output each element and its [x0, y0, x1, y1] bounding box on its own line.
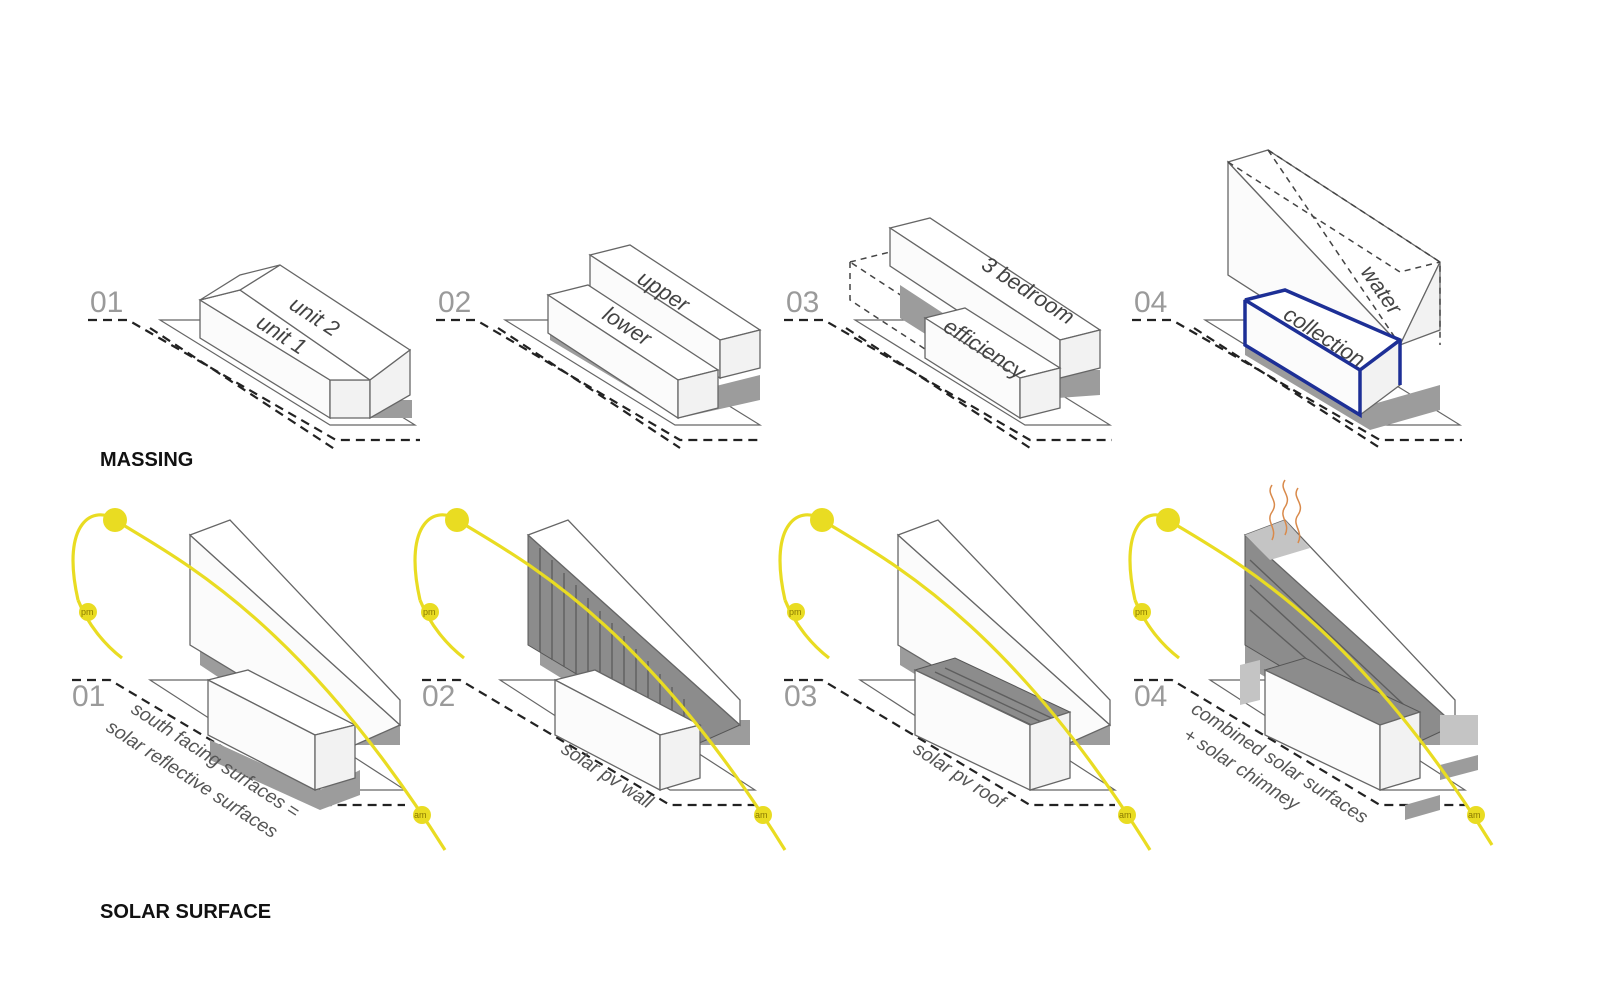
massing-step-01: 01 unit 2 unit 1 [88, 264, 420, 451]
sun-am-marker [413, 806, 431, 824]
solar-step-01: 01 pm am south facing surfaces = solar r… [71, 508, 447, 851]
sun-am-label: am [1119, 810, 1132, 820]
ground-dash [845, 327, 1031, 449]
sun-pm-label: pm [1135, 607, 1148, 617]
sun-am-label: am [755, 810, 768, 820]
sun-pm-marker [1133, 603, 1151, 621]
sun-pm-marker [421, 603, 439, 621]
sun-pm-marker [787, 603, 805, 621]
sun-path [413, 513, 787, 851]
ground-dash [1193, 327, 1381, 449]
sun-icon [1156, 508, 1180, 532]
solar-step-02: 02 pm am solar pv [413, 508, 787, 851]
lower-end [659, 724, 701, 791]
step-number: 02 [438, 286, 471, 319]
unit-1-end [329, 379, 371, 419]
massing-title: MASSING [100, 449, 193, 471]
water-wedge-end [1398, 261, 1441, 347]
sun-path [778, 513, 1152, 851]
sun-path [1128, 513, 1494, 846]
ghost-volume [1227, 161, 1441, 273]
ground-dash [88, 318, 420, 442]
sun-am-label: am [1468, 810, 1481, 820]
sun-path [71, 513, 447, 851]
sun-am-label: am [414, 810, 427, 820]
side-fin [1440, 755, 1478, 780]
sun-icon [103, 508, 127, 532]
collection-outline [1243, 300, 1402, 419]
solar-surface-title: SOLAR SURFACE [100, 901, 271, 923]
ground-dash [1132, 318, 1462, 442]
massing-step-04: 04 water collection [1132, 149, 1463, 449]
side-fin [1405, 795, 1440, 820]
ground-dash [497, 327, 681, 449]
ground-dash [422, 678, 755, 807]
solar-step-04: 04 pm am combine [1128, 479, 1494, 846]
heat-waves-icon [1269, 479, 1302, 544]
lower-end [1379, 711, 1421, 791]
step-number: 02 [422, 680, 455, 713]
upper-end [719, 329, 761, 379]
step-number: 03 [786, 286, 819, 319]
massing-step-03: 03 3 bedroom efficiency [784, 217, 1113, 449]
block-cap [199, 264, 281, 301]
side-fin [1440, 715, 1478, 745]
sun-pm-label: pm [789, 607, 802, 617]
lower-end [677, 369, 719, 419]
ground-dash [149, 327, 337, 451]
lower-end [314, 724, 356, 791]
ground-dash [784, 678, 1115, 807]
sun-pm-marker [79, 603, 97, 621]
wedge-top [188, 519, 401, 727]
wedge-top [896, 519, 1111, 727]
step-number: 03 [784, 680, 817, 713]
step-number: 01 [72, 680, 105, 713]
ghost-volume [1267, 149, 1441, 345]
sun-am-marker [1467, 806, 1485, 824]
ground-dash [72, 678, 405, 807]
step-number: 04 [1134, 680, 1167, 713]
efficiency-end [1019, 367, 1061, 419]
sun-am-marker [1118, 806, 1136, 824]
step-number: 04 [1134, 286, 1167, 319]
solar-step-03: 03 pm am solar pv roof [778, 508, 1152, 851]
block-shadow [1245, 330, 1440, 430]
massing-step-02: 02 upper lower [436, 244, 763, 449]
sun-pm-label: pm [81, 607, 94, 617]
three-bedroom-end [1059, 329, 1101, 379]
side-fin [1240, 660, 1260, 705]
collection-outline [1244, 298, 1361, 372]
sun-am-marker [754, 806, 772, 824]
solar-chimney-cap [1245, 520, 1310, 560]
wedge-top [526, 519, 741, 727]
sun-path [783, 599, 830, 660]
sun-icon [445, 508, 469, 532]
lower-end [1029, 711, 1071, 791]
unit-2-end [369, 348, 411, 420]
step-number: 01 [90, 286, 123, 319]
ground-dash [784, 318, 1112, 442]
collection-outline [1244, 288, 1402, 385]
sun-icon [810, 508, 834, 532]
sun-pm-label: pm [423, 607, 436, 617]
